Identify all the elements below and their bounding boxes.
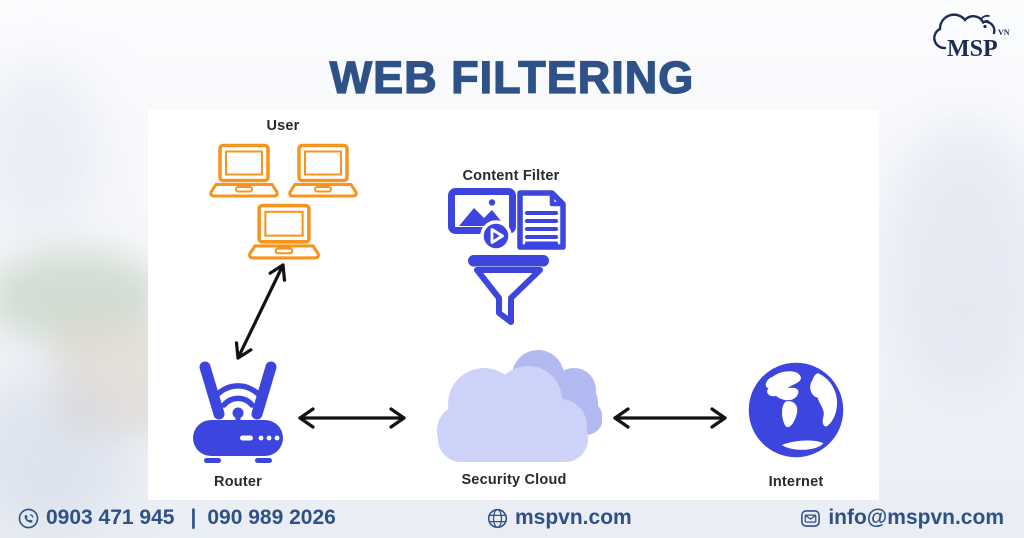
msp-logo: MSP VN: [933, 13, 1010, 62]
security-cloud-label: Security Cloud: [461, 472, 567, 488]
background-window-right: [884, 120, 1024, 400]
logo-text: MSP: [947, 36, 998, 62]
arrow-router-cloud: [298, 407, 406, 429]
background-plant: [0, 250, 165, 345]
laptop-icon: [248, 203, 320, 260]
phone-secondary: 090 989 2026: [207, 506, 336, 529]
globe-icon: [487, 508, 508, 528]
globe-continents: [765, 371, 838, 450]
play-icon: [480, 220, 512, 252]
wifi-waves-icon: [213, 383, 263, 424]
contact-email: info@mspvn.com: [800, 506, 1004, 530]
email-text: info@mspvn.com: [828, 506, 1004, 529]
funnel-icon: [468, 255, 549, 325]
arrow-user-router: [234, 263, 287, 360]
envelope-icon: [801, 509, 821, 527]
router-label: Router: [214, 474, 262, 490]
cloud-icon: [437, 350, 602, 462]
document-icon: [517, 190, 566, 250]
logo-superscript: VN: [998, 28, 1010, 37]
content-filter-label: Content Filter: [462, 168, 560, 184]
phone-primary: 0903 471 945: [46, 506, 175, 529]
website-text: mspvn.com: [515, 506, 632, 529]
contact-phones: 0903 471 945 | 090 989 2026: [18, 506, 336, 530]
phone-icon: [18, 508, 39, 528]
content-filter-node: Content Filter: [431, 168, 591, 328]
internet-node: Internet: [740, 358, 852, 490]
cloud-front-layer: [437, 366, 588, 462]
security-cloud-node: Security Cloud: [424, 342, 604, 488]
diagram-panel: User Content Filter: [148, 110, 879, 500]
user-node: User: [203, 118, 363, 268]
globe-icon: [748, 362, 844, 458]
user-label: User: [266, 118, 300, 134]
content-filter-icons: [448, 188, 566, 325]
router-node: Router: [180, 356, 296, 490]
wifi-router-icon: [193, 361, 283, 463]
arrow-cloud-internet: [613, 407, 727, 429]
laptop-icon: [288, 143, 358, 198]
internet-label: Internet: [768, 474, 824, 490]
laptop-icon: [209, 143, 279, 198]
page-title: WEB FILTERING: [329, 51, 695, 103]
contact-website: mspvn.com: [487, 506, 632, 530]
wifi-signal-icon: [980, 14, 990, 29]
phone-separator: |: [190, 506, 197, 529]
